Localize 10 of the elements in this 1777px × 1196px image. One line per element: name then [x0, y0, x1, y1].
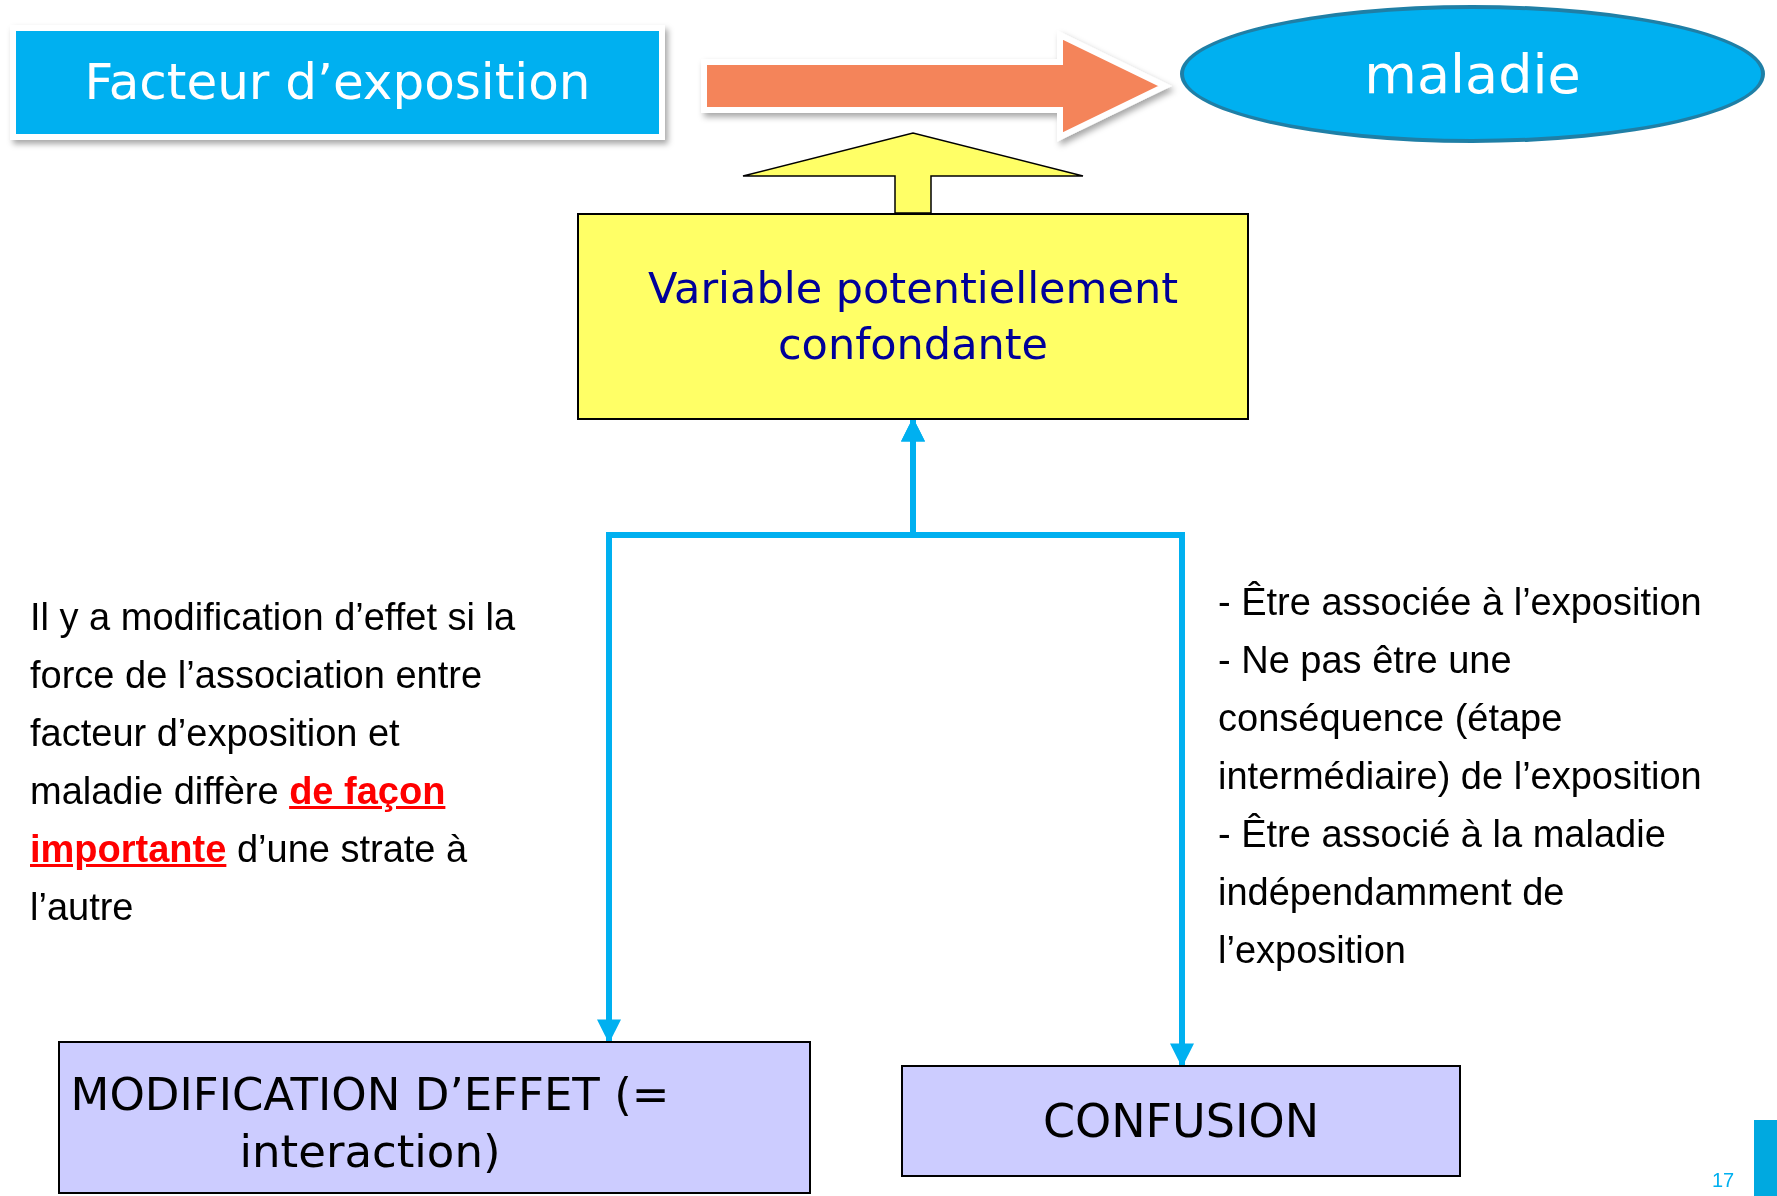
- confusion-box: CONFUSION: [901, 1065, 1461, 1177]
- effect-modification-box: MODIFICATION D’EFFET (= interaction): [58, 1041, 811, 1194]
- criterion-text: - Être associée à l’exposition: [1218, 580, 1703, 625]
- criterion-text: - Être associé à la maladie indépendamment de l’exposition: [1218, 812, 1667, 973]
- effect-modification-note: Il y a modification d’effet si la force de l’association entre facteur d’exposition et maladie diffère de façon importante d’une strate à l’autre: [30, 595, 517, 930]
- block-arrow: [742, 132, 1084, 214]
- confounder-box: Variable potentiellement confondante: [577, 213, 1249, 420]
- page-number: 17: [1712, 1168, 1736, 1192]
- criterion-text: - Ne pas être une conséquence (étape intermédiaire) de l’exposition: [1218, 638, 1703, 799]
- disease-ellipse: maladie: [1180, 5, 1765, 143]
